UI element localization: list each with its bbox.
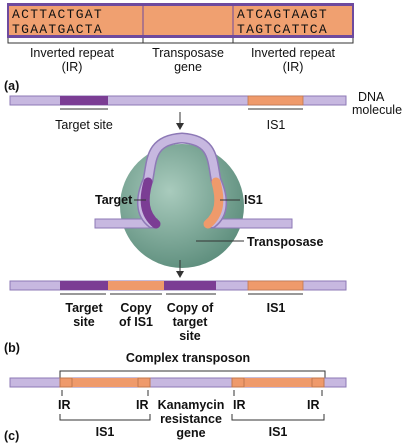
ir-label-4: IR: [307, 398, 320, 412]
is1-segment: [247, 95, 304, 106]
panel-c-label: (c): [4, 429, 19, 443]
target-loop-segment: [140, 177, 161, 229]
copy-target-label-3: site: [179, 329, 201, 343]
ir-label-1: IR: [58, 398, 71, 412]
copy-is1-segment: [108, 281, 164, 290]
panel-c: Complex transposon IR IR IR IR Kanamycin…: [4, 351, 347, 443]
result-is1-label: IS1: [267, 301, 286, 315]
is1-right-segment: [232, 378, 324, 387]
down-arrow-icon: [176, 123, 184, 130]
copy-target-label-2: target: [173, 315, 209, 329]
is1-right-label: IS1: [269, 425, 288, 439]
dna-molecule: [9, 95, 347, 106]
target-site-label: Target site: [55, 118, 113, 132]
seq-left-top: ACTTACTGAT: [12, 7, 103, 22]
ir-right-abbrev: (IR): [283, 60, 304, 74]
result-is1-segment: [247, 280, 304, 291]
ir-right-label: Inverted repeat: [251, 46, 336, 60]
panel-a-label: (a): [4, 79, 19, 93]
copy-is1-label-2: of IS1: [119, 315, 153, 329]
target-site-segment: [60, 96, 108, 105]
is1-loop-segment: [203, 177, 224, 229]
seq-left-bottom: TGAATGACTA: [12, 22, 103, 37]
ir-label-2: IR: [136, 398, 149, 412]
complex-dna: [9, 377, 347, 388]
seq-right-bottom: TAGTCATTCA: [237, 22, 328, 37]
kanamycin-label-3: gene: [176, 426, 205, 440]
ir-label-3: IR: [233, 398, 246, 412]
ir-left-abbrev: (IR): [62, 60, 83, 74]
panel-b-label: (b): [4, 341, 20, 355]
complex-transposon-title: Complex transposon: [126, 351, 250, 365]
target-label: Target: [95, 193, 133, 207]
transposase-gene-label: Transposase: [152, 46, 224, 60]
transposase-label: Transposase: [247, 235, 323, 249]
is1-loop-label: IS1: [244, 193, 263, 207]
panel-a: ACTTACTGAT TGAATGACTA ATCAGTAAGT TAGTCAT…: [4, 3, 354, 93]
copy-target-label: Copy of: [167, 301, 214, 315]
result-target-segment: [60, 281, 108, 290]
is1-label: IS1: [267, 118, 286, 132]
is1-left-segment: [60, 378, 150, 387]
kanamycin-label: Kanamycin: [158, 398, 225, 412]
copy-target-segment: [164, 281, 216, 290]
ir-left-label: Inverted repeat: [30, 46, 115, 60]
kanamycin-label-2: resistance: [160, 412, 222, 426]
copy-is1-label: Copy: [120, 301, 151, 315]
dna-molecule-label-2: molecule: [352, 103, 402, 117]
seq-right-top: ATCAGTAAGT: [237, 7, 328, 22]
transposase-gene-label-2: gene: [174, 60, 202, 74]
panel-b: DNA molecule Target site IS1 Target IS1 …: [4, 90, 402, 355]
sequence-box: [7, 3, 354, 38]
down-arrow-icon-2: [176, 271, 184, 278]
result-target-label-2: site: [73, 315, 95, 329]
result-target-label: Target: [65, 301, 103, 315]
dna-molecule-label: DNA: [358, 90, 385, 104]
is1-left-label: IS1: [96, 425, 115, 439]
